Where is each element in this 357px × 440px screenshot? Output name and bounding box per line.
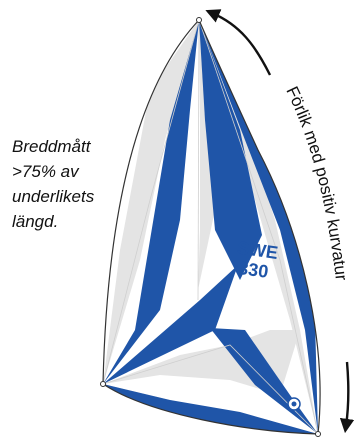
sail-number-line-2: 330 bbox=[237, 258, 270, 282]
tack-corner bbox=[100, 381, 106, 387]
blue-panel bbox=[103, 384, 318, 434]
note-line-4: längd. bbox=[12, 212, 58, 231]
spinnaker-sail bbox=[103, 20, 321, 434]
grey-panel bbox=[103, 20, 199, 384]
note-line-2: >75% av bbox=[12, 162, 80, 181]
blue-panel bbox=[103, 20, 199, 384]
note-line-3: underlikets bbox=[12, 187, 95, 206]
blue-panel bbox=[199, 20, 262, 280]
sail-outline bbox=[102, 18, 321, 435]
sail-logo-icon bbox=[287, 397, 301, 411]
clew-corner bbox=[315, 431, 321, 437]
width-note: Breddmått >75% av underlikets längd. bbox=[12, 137, 95, 231]
curved-arrow-down-icon bbox=[339, 361, 355, 434]
grey-panel bbox=[198, 20, 215, 290]
note-line-1: Breddmått bbox=[12, 137, 92, 156]
head-corner bbox=[196, 17, 202, 23]
blue-panel bbox=[103, 265, 238, 384]
curved-arrow-up-icon bbox=[205, 9, 272, 76]
sail-number: SWE 330 bbox=[236, 238, 279, 282]
